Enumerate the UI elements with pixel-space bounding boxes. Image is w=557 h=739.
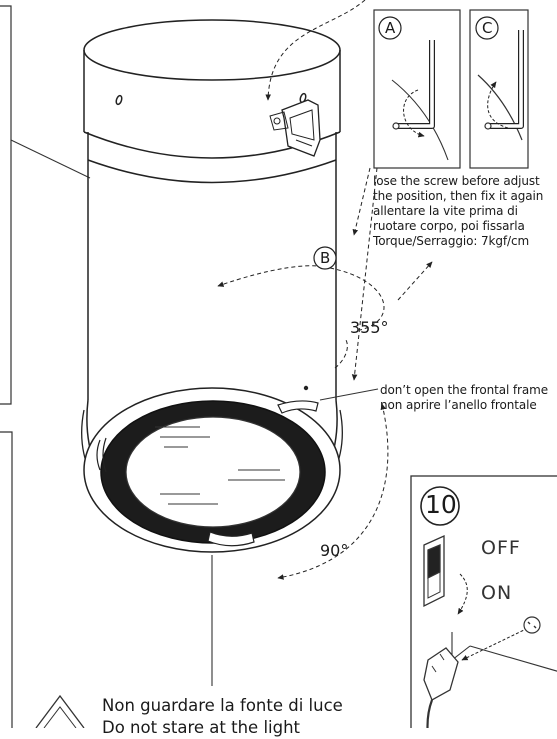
label-b-circle xyxy=(313,246,337,270)
detail-panel-c xyxy=(469,9,529,169)
rotation-arrow-90 xyxy=(277,403,389,580)
lamp-body xyxy=(81,19,343,553)
warning-triangle-icon xyxy=(35,694,85,729)
screw-note-line: the position, then fix it again xyxy=(373,189,544,203)
adjust-bracket xyxy=(281,99,321,157)
dashed-arrow-top xyxy=(265,0,366,101)
leader-line-left xyxy=(10,139,91,179)
step-number: 10 xyxy=(425,490,457,519)
label-a: A xyxy=(385,19,396,37)
angle-355-label: 355° xyxy=(350,318,389,337)
rotation-arrow-355-left xyxy=(217,265,331,287)
screw-note: lose the screw before adjust the positio… xyxy=(373,174,543,249)
screw-note-line: ruotare corpo, poi fissarla xyxy=(373,219,525,233)
frame-note: don’t open the frontal frame non aprire … xyxy=(380,383,548,413)
angle-90-label: 90° xyxy=(320,541,349,560)
step-circle xyxy=(420,486,460,526)
label-a-circle xyxy=(378,16,402,40)
warning-line: Do not stare at the light xyxy=(102,718,301,737)
dashed-leader-b xyxy=(352,167,371,236)
label-c: C xyxy=(482,19,493,37)
top-cap-ellipse xyxy=(83,19,341,81)
frame-note-line: don’t open the frontal frame xyxy=(380,383,549,397)
frame-note-line: non aprire l’anello frontale xyxy=(380,398,537,412)
rotation-arrow-355-right xyxy=(329,267,385,331)
screw-note-line: Torque/Serraggio: 7kgf/cm xyxy=(373,234,530,248)
dashed-leader-c xyxy=(397,261,433,301)
switch-panel xyxy=(410,475,557,737)
screw-note-line: lose the screw before adjust xyxy=(373,174,540,188)
label-c-circle xyxy=(475,16,499,40)
label-b: B xyxy=(320,249,331,267)
left-frame-fragment xyxy=(0,5,12,405)
dashed-leader-a xyxy=(351,167,378,381)
frame-note-leader xyxy=(319,388,379,401)
warning-line: Non guardare la fonte di luce xyxy=(102,696,343,715)
left-frame-fragment-lower xyxy=(0,431,13,728)
rotation-arrow-355-down xyxy=(334,339,348,369)
light-warning: Non guardare la fonte di luce Do not sta… xyxy=(102,695,343,739)
detail-panel-a xyxy=(373,9,461,169)
switch-on-label: ON xyxy=(481,582,513,604)
lens xyxy=(125,416,301,528)
screw-note-line: allentare la vite prima di xyxy=(373,204,518,218)
switch-off-label: OFF xyxy=(481,537,521,559)
